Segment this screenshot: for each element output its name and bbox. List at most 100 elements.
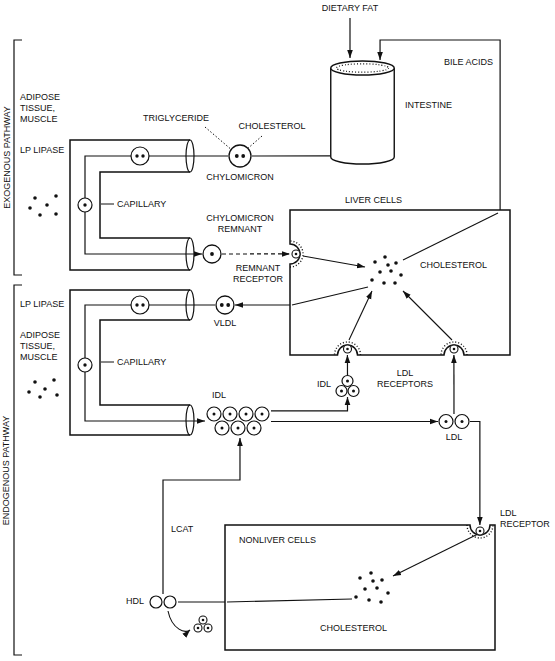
edge-label: LCAT (170, 524, 194, 535)
fatty-acid-dot (54, 212, 58, 216)
cholesterol-dot (386, 591, 390, 595)
flow-arrow (85, 156, 228, 254)
fatty-acid-dot (55, 393, 59, 397)
fatty-acid-dot (33, 380, 37, 384)
node-text: INTESTINE (405, 100, 452, 111)
cholesterol-dot (379, 600, 383, 604)
pathway-bracket (14, 40, 22, 275)
cholesterol-dot (375, 586, 379, 590)
particle-core (235, 154, 239, 158)
cholesterol-dot (393, 281, 397, 285)
particle-shell (255, 407, 269, 421)
receptor-label: REMNANT RECEPTOR (227, 263, 289, 285)
particle-core (346, 348, 349, 351)
particle-core (237, 427, 240, 430)
enzyme-label: LP LIPASE (20, 299, 64, 310)
capillary-opening (186, 405, 194, 435)
flow-arrow (85, 305, 215, 421)
coated-pit (290, 241, 303, 267)
particle-shell (239, 407, 253, 421)
uptake-arrow (403, 291, 452, 340)
cholesterol-dot (389, 269, 393, 273)
component-label: TRIGLYCERIDE (143, 113, 209, 124)
particle-core (340, 390, 343, 393)
particle-shell (164, 596, 176, 608)
lipoprotein-particle (204, 624, 212, 632)
particle-shell (229, 145, 251, 167)
particle-core (453, 348, 456, 351)
particle-core (197, 627, 200, 630)
fatty-acid-dot (27, 390, 31, 394)
lipoprotein-particle (199, 616, 207, 624)
node-text: CHYLOMICRON (206, 172, 274, 183)
capillary-wall (100, 320, 190, 405)
intestine-cylinder-outline (330, 60, 395, 165)
capillary-wall (70, 140, 190, 270)
coated-pit (467, 525, 493, 538)
bound-particle (450, 345, 458, 353)
lipoprotein-particle-outline (202, 244, 222, 264)
particle-core (213, 413, 216, 416)
cholesterol-dot (369, 571, 373, 575)
leader-line (246, 136, 262, 150)
cell-region: NONLIVER CELLSCHOLESTEROL (225, 525, 495, 650)
particle-core (141, 154, 144, 157)
cholesterol-dot (378, 270, 382, 274)
pathway-label: EXOGENOUS PATHWAY (1, 106, 12, 209)
pathway-label: ENDOGENOUS PATHWAY (1, 415, 12, 525)
cholesterol-dot (363, 587, 367, 591)
cell-region-outline (290, 210, 510, 355)
leader-line (101, 204, 114, 205)
node-text: HDL (126, 596, 144, 607)
lipoprotein-particle: CHYLOMICRON REMNANT (202, 244, 222, 264)
cholesterol-dot (383, 255, 387, 259)
lipoprotein-particle (78, 198, 92, 212)
particle-shell (203, 245, 221, 263)
cholesterol-dot (399, 273, 403, 277)
coated-pit (335, 342, 361, 355)
vessel-label: CAPILLARY (117, 199, 166, 210)
particle-core (135, 303, 138, 306)
flow-arrow (470, 422, 480, 526)
node-text: IDL (317, 379, 331, 390)
flow-arrow (271, 397, 348, 411)
flow-arrow (163, 438, 240, 594)
uptake-arrow (303, 256, 365, 267)
flow-arrow (380, 40, 500, 210)
fatty-acid-dot (38, 213, 42, 217)
particle-shell (216, 296, 234, 314)
flow-arrow (453, 355, 454, 414)
node-text: CHYLOMICRON REMNANT (200, 213, 280, 235)
node-text: LDL (446, 432, 463, 443)
tissue-label: ADIPOSE TISSUE, MUSCLE (20, 92, 72, 125)
lipoprotein-cluster: IDL (205, 404, 271, 438)
pathway-bracket (14, 285, 22, 655)
cholesterol-dot (358, 576, 362, 580)
particle-core (221, 427, 224, 430)
lipoprotein-particle: VLDL (215, 295, 235, 315)
particle-core (253, 427, 256, 430)
lipoprotein-particle (131, 296, 149, 314)
node-text: VLDL (214, 318, 237, 329)
particle-shell (348, 386, 359, 397)
node-text: IDL (212, 390, 226, 401)
cholesterol-dot (394, 261, 398, 265)
particle-shell (223, 407, 237, 421)
capillary-wall (100, 172, 190, 238)
lipoprotein-cluster-outline (148, 594, 178, 610)
fatty-acid-dot (28, 206, 32, 210)
cholesterol-dot (354, 595, 358, 599)
input-arrow (349, 18, 350, 58)
cholesterol-dot (380, 578, 384, 582)
enzyme-label: LP LIPASE (20, 145, 64, 156)
particle-core (207, 627, 210, 630)
intestine-rim (331, 61, 395, 75)
lipoprotein-particle (78, 358, 92, 372)
particle-shell (455, 415, 469, 429)
bound-particle (344, 345, 352, 353)
fatty-acid-dot (43, 387, 47, 391)
particle-core (261, 413, 264, 416)
